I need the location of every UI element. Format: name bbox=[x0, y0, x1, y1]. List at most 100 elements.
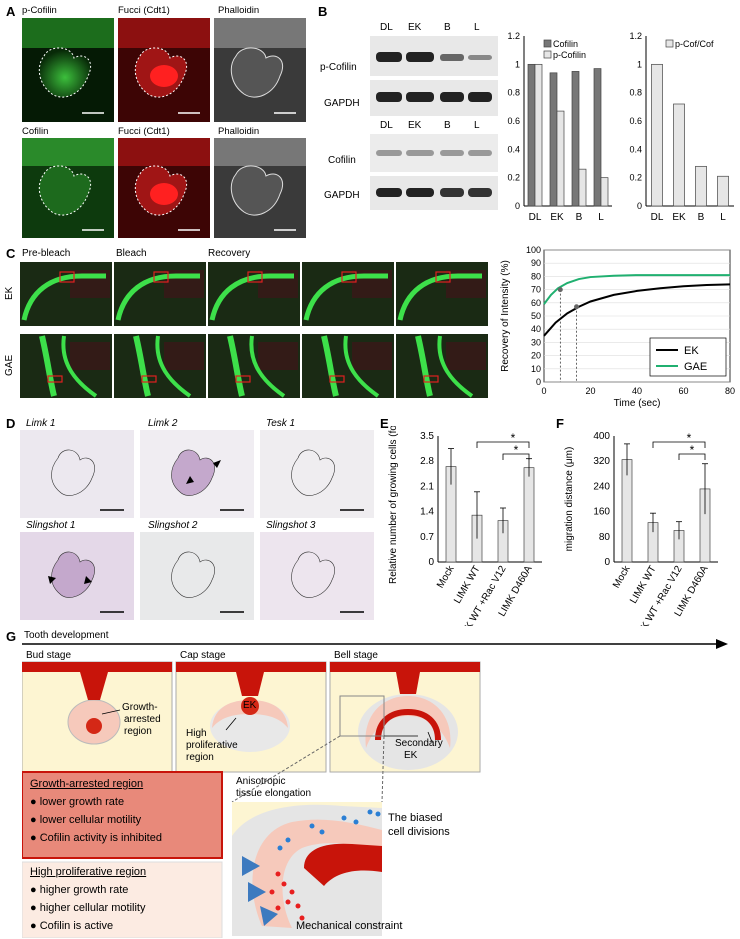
panel-letter-a: A bbox=[6, 4, 16, 19]
mech-label: Mechanical constraint bbox=[296, 920, 403, 932]
gene-ssh2: Slingshot 2 bbox=[148, 520, 198, 531]
y-tick-label: 0.6 bbox=[507, 116, 520, 126]
legend-label: GAE bbox=[684, 361, 707, 373]
y-tick-label: 0 bbox=[604, 557, 610, 568]
cap-ek: EK bbox=[243, 700, 257, 711]
frap-signal bbox=[155, 335, 192, 398]
significance-star: * bbox=[514, 443, 519, 457]
western-blots bbox=[370, 36, 498, 210]
box2-title: High proliferative region bbox=[30, 866, 147, 878]
x-tick-label: 80 bbox=[725, 386, 735, 396]
arrow-label: Tooth development bbox=[24, 630, 109, 641]
tooth-outline bbox=[51, 551, 95, 598]
frap-signal bbox=[209, 273, 294, 321]
series-line-ek bbox=[543, 283, 731, 337]
box1-item-3-text: Cofilin activity is inhibited bbox=[39, 832, 162, 844]
frap-image-series bbox=[20, 262, 488, 398]
ish-frame bbox=[260, 532, 374, 620]
bar bbox=[651, 63, 663, 207]
bleach-roi bbox=[235, 375, 251, 383]
series-line-gae bbox=[543, 274, 730, 305]
significance-bracket bbox=[678, 453, 706, 460]
x-tick-label: B bbox=[576, 212, 583, 223]
stage-cap: Cap stage bbox=[180, 650, 226, 661]
bleach-roi bbox=[47, 375, 63, 383]
panel-letter-g: G bbox=[6, 629, 17, 644]
frap-bg bbox=[258, 342, 298, 370]
x-tick-label: DL bbox=[529, 212, 542, 223]
y-tick-label: 0.7 bbox=[420, 532, 434, 543]
bar bbox=[534, 63, 543, 207]
panel-letter-e: E bbox=[380, 416, 389, 431]
bleach-roi bbox=[247, 271, 263, 283]
y-tick-label: 0.8 bbox=[507, 88, 520, 98]
y-tick-label: 400 bbox=[593, 431, 610, 442]
bell-label-2: EK bbox=[404, 750, 418, 761]
y-axis-label: migration distance (μm) bbox=[564, 447, 575, 552]
bud-label-3: region bbox=[124, 726, 152, 737]
bud-label-1: Growth- bbox=[122, 702, 158, 713]
box1-item-2: ● lower cellular motility bbox=[30, 814, 142, 826]
frap-bg bbox=[164, 342, 204, 370]
y-tick-label: 1 bbox=[515, 59, 520, 69]
x-tick-label: 40 bbox=[632, 386, 642, 396]
x-tick-label: 0 bbox=[541, 386, 546, 396]
bleach-roi bbox=[329, 375, 345, 383]
image-phalloidin-2 bbox=[214, 138, 306, 238]
box1-title: Growth-arrested region bbox=[30, 778, 144, 790]
y-tick-label: 0 bbox=[515, 201, 520, 211]
bar bbox=[549, 72, 558, 207]
row-gae: GAE bbox=[4, 354, 15, 376]
y-tick-label: 80 bbox=[531, 271, 541, 281]
biased-2: cell divisions bbox=[388, 826, 450, 838]
bar bbox=[717, 175, 729, 207]
y-tick-label: 30 bbox=[531, 337, 541, 347]
box1-item-3: ● Cofilin activity is inhibited bbox=[30, 832, 162, 844]
box1-item-1-text: lower growth rate bbox=[39, 796, 125, 808]
stage-recovery: Recovery bbox=[208, 248, 251, 259]
significance-star: * bbox=[690, 443, 695, 457]
cap-label-2: proliferative bbox=[186, 740, 238, 751]
frap-signal bbox=[115, 273, 200, 321]
y-tick-label: 2.1 bbox=[420, 481, 434, 492]
arrowhead-marker bbox=[186, 476, 194, 484]
y-tick-label: 100 bbox=[526, 245, 541, 255]
legend-label: Cofilin bbox=[553, 39, 578, 49]
bar bbox=[556, 110, 565, 207]
legend-box bbox=[649, 337, 727, 377]
y-tick-label: 40 bbox=[531, 324, 541, 334]
x-tick-label: 60 bbox=[678, 386, 688, 396]
significance-bracket bbox=[502, 453, 530, 460]
y-tick-label: 0.2 bbox=[507, 173, 520, 183]
y-tick-label: 10 bbox=[531, 364, 541, 374]
bleach-roi bbox=[341, 271, 357, 283]
lane-dl-1: DL bbox=[380, 22, 393, 33]
y-tick-label: 60 bbox=[531, 298, 541, 308]
image-phalloidin-1 bbox=[214, 18, 306, 122]
box1-item-2-text: lower cellular motility bbox=[39, 814, 142, 826]
bleach-roi bbox=[423, 375, 439, 383]
aniso-1: Anisotropic bbox=[236, 776, 286, 787]
label-a6: Phalloidin bbox=[218, 126, 260, 137]
x-tick-label: DL bbox=[651, 212, 664, 223]
frap-bg bbox=[352, 342, 392, 370]
legend-label: EK bbox=[684, 345, 699, 357]
y-tick-label: 0.4 bbox=[507, 144, 520, 154]
frap-signal bbox=[321, 335, 339, 397]
x-tick-label: 20 bbox=[585, 386, 595, 396]
aniso-2: tissue elongation bbox=[236, 788, 312, 799]
blot-label-gapdh2: GAPDH bbox=[324, 190, 360, 201]
bar bbox=[673, 103, 685, 207]
biased-1: The biased bbox=[388, 812, 443, 824]
frap-signal bbox=[249, 335, 286, 398]
legend-swatch bbox=[543, 50, 552, 59]
lane-l-2: L bbox=[474, 120, 480, 131]
y-tick-label: 0 bbox=[637, 201, 642, 211]
stage-bleach: Bleach bbox=[116, 248, 147, 259]
box2-item-1-text: higher growth rate bbox=[39, 884, 129, 896]
frap-bg bbox=[446, 342, 486, 370]
panel-letter-c: C bbox=[6, 246, 16, 261]
